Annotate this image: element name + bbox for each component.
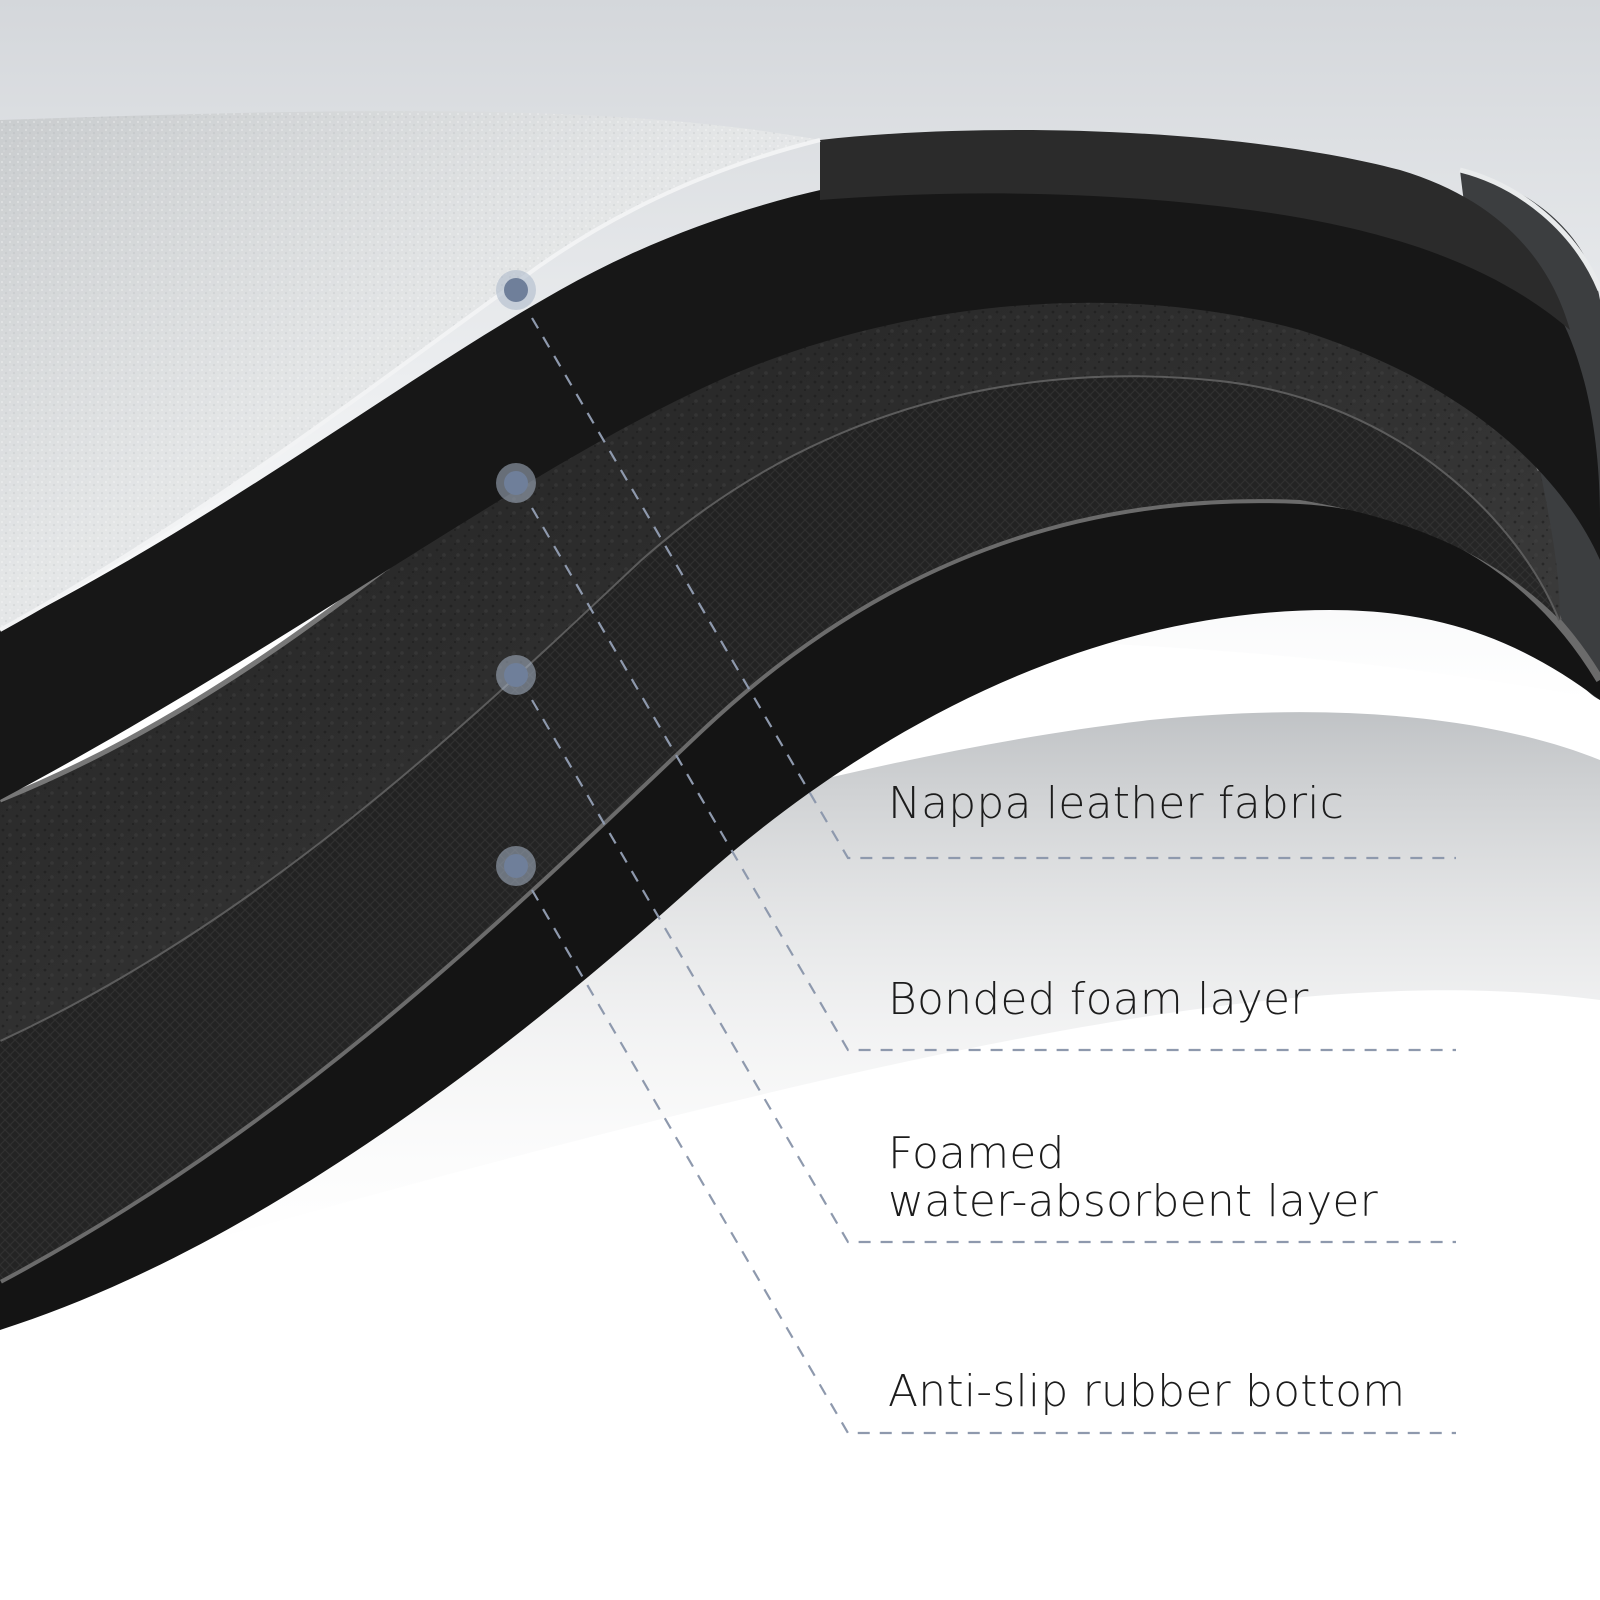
marker-bonded (504, 471, 528, 495)
nappa-leather-speckle (0, 111, 820, 630)
water-absorbent-texture (0, 375, 1560, 1280)
callout-group (531, 317, 1456, 1435)
marker-foamed (504, 663, 528, 687)
label-line: Anti-slip rubber bottom (888, 1366, 1406, 1417)
label-foamed-water-absorbent-layer: Foamed water-absorbent layer (888, 1130, 1378, 1226)
label-anti-slip-rubber-bottom: Anti-slip rubber bottom (888, 1368, 1405, 1416)
nappa-leather-rim (0, 138, 821, 632)
label-line: Foamed (888, 1128, 1065, 1179)
leader-line-nappa (531, 317, 1456, 860)
label-line: Bonded foam layer (888, 974, 1309, 1025)
label-bonded-foam-layer: Bonded foam layer (888, 976, 1309, 1024)
label-line: water-absorbent layer (888, 1176, 1378, 1227)
marker-antislip (504, 854, 528, 878)
label-line: Nappa leather fabric (888, 778, 1345, 829)
leader-line-bonded (531, 507, 1456, 1052)
label-nappa-leather-fabric: Nappa leather fabric (888, 780, 1344, 828)
mat-back-rim (1459, 167, 1600, 291)
fabric-inner-sheen (820, 130, 1570, 330)
rubber-bottom-layer (0, 499, 1600, 1330)
ground-shadow (0, 712, 1600, 1300)
leader-line-foamed (531, 699, 1456, 1244)
marker-nappa (504, 278, 528, 302)
callout-markers (496, 270, 536, 886)
leader-line-antislip (531, 889, 1456, 1435)
